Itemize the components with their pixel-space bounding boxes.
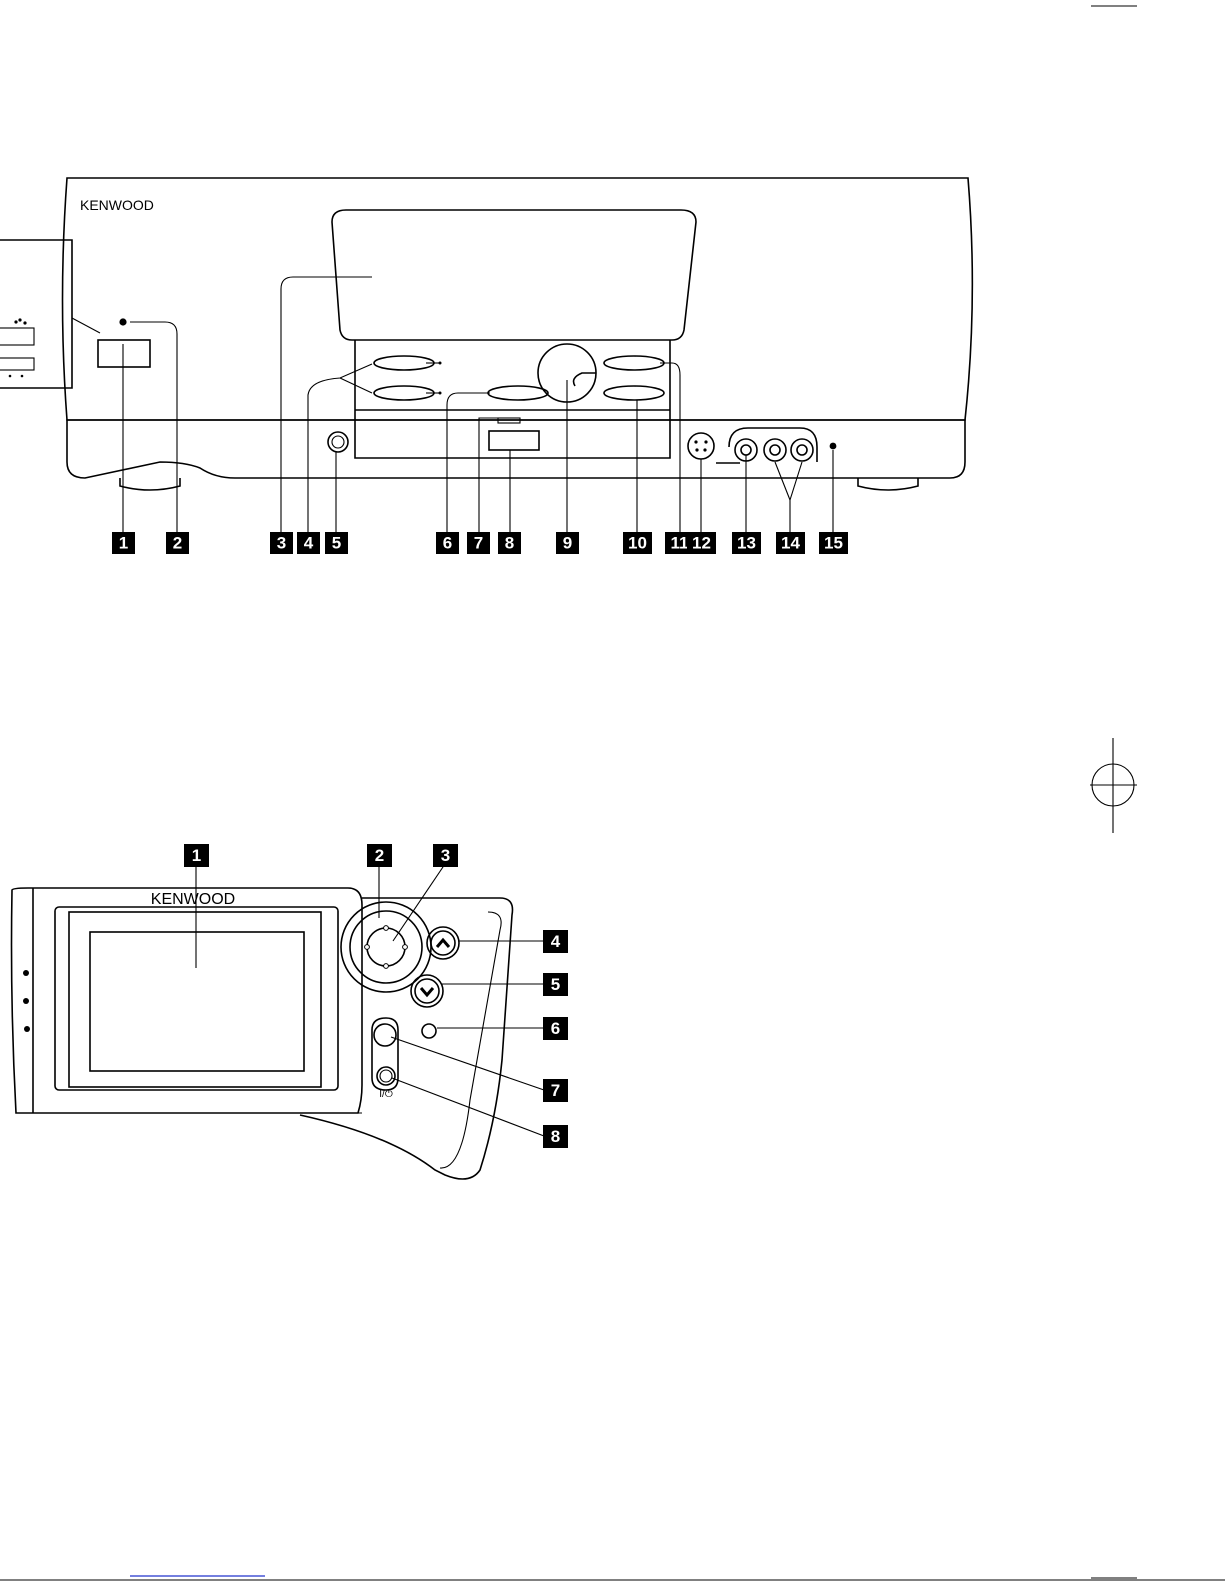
svg-text:3: 3 bbox=[441, 846, 450, 865]
top-unit-base bbox=[67, 420, 965, 478]
bottom-callout-3: 3 bbox=[433, 844, 458, 867]
top-callouts: 1 2 3 4 5 6 7 8 9 10 11 12 13 14 15 bbox=[112, 532, 848, 554]
sensor-15 bbox=[830, 443, 837, 450]
svg-text:6: 6 bbox=[551, 1019, 560, 1038]
audio-jack-l[interactable] bbox=[764, 439, 786, 461]
top-callout-7: 7 bbox=[467, 532, 490, 554]
monitor-panel bbox=[332, 210, 696, 340]
svg-text:15: 15 bbox=[824, 534, 843, 553]
top-callout-13: 13 bbox=[732, 532, 761, 554]
top-callout-15: 15 bbox=[819, 532, 848, 554]
svg-text:3: 3 bbox=[277, 534, 286, 553]
bottom-callout-4: 4 bbox=[543, 930, 568, 953]
bottom-callout-1: 1 bbox=[184, 844, 209, 867]
flap-button-lower[interactable] bbox=[0, 358, 34, 370]
bottom-unit-drawing: KENWOOD I/⏻ bbox=[12, 864, 545, 1179]
registration-marks bbox=[0, 6, 1225, 1580]
top-unit-drawing: KENWOOD bbox=[0, 178, 972, 534]
bottom-callout-6: 6 bbox=[543, 1017, 568, 1040]
screen-frame bbox=[69, 912, 321, 1087]
display-window-8 bbox=[489, 431, 539, 450]
top-unit-body bbox=[63, 178, 973, 420]
top-callout-9: 9 bbox=[556, 532, 579, 554]
svg-text:7: 7 bbox=[474, 534, 483, 553]
svg-text:14: 14 bbox=[781, 534, 800, 553]
bottom-brand-logo: KENWOOD bbox=[151, 891, 235, 908]
svg-text:6: 6 bbox=[443, 534, 452, 553]
top-unit-foot-right bbox=[858, 478, 918, 490]
svg-text:10: 10 bbox=[628, 534, 647, 553]
flap-button-upper[interactable] bbox=[0, 328, 34, 345]
svg-text:11: 11 bbox=[671, 534, 689, 553]
svg-text:9: 9 bbox=[563, 534, 572, 553]
oval-button-10[interactable] bbox=[604, 386, 664, 400]
sensor-6 bbox=[422, 1024, 436, 1038]
svg-text:5: 5 bbox=[332, 534, 341, 553]
bottom-callout-7: 7 bbox=[543, 1079, 568, 1102]
svg-text:4: 4 bbox=[304, 534, 314, 553]
top-callout-4: 4 bbox=[297, 532, 320, 554]
top-callout-5: 5 bbox=[325, 532, 348, 554]
left-flap bbox=[0, 240, 72, 388]
oval-button-6[interactable] bbox=[488, 386, 548, 400]
top-callout-8: 8 bbox=[498, 532, 521, 554]
svg-text:1: 1 bbox=[119, 534, 128, 553]
top-callout-14: 14 bbox=[776, 532, 805, 554]
button-7[interactable] bbox=[374, 1024, 396, 1046]
top-callout-2: 2 bbox=[166, 532, 189, 554]
joystick-center-3[interactable] bbox=[367, 928, 405, 966]
bottom-callout-2: 2 bbox=[367, 844, 392, 867]
audio-jack-r[interactable] bbox=[791, 439, 813, 461]
power-symbol-label: I/⏻ bbox=[379, 1089, 393, 1100]
indicator-2 bbox=[119, 318, 126, 325]
svg-text:13: 13 bbox=[737, 534, 756, 553]
svg-text:4: 4 bbox=[551, 932, 561, 951]
svg-text:2: 2 bbox=[375, 846, 384, 865]
top-button-1[interactable] bbox=[98, 340, 150, 367]
svg-text:8: 8 bbox=[551, 1127, 560, 1146]
oval-button-11[interactable] bbox=[604, 356, 664, 370]
top-callout-1: 1 bbox=[112, 532, 135, 554]
s-video-jack-12[interactable] bbox=[688, 433, 714, 459]
svg-text:2: 2 bbox=[173, 534, 182, 553]
headphone-jack-5[interactable] bbox=[328, 432, 348, 452]
bottom-callouts: 1 2 3 4 5 6 7 8 bbox=[184, 844, 568, 1148]
svg-text:1: 1 bbox=[192, 846, 201, 865]
svg-text:5: 5 bbox=[551, 975, 560, 994]
handheld-shell bbox=[12, 888, 363, 1113]
svg-text:8: 8 bbox=[505, 534, 514, 553]
top-callout-10: 10 bbox=[623, 532, 652, 554]
svg-text:7: 7 bbox=[551, 1081, 560, 1100]
bottom-callout-8: 8 bbox=[543, 1125, 568, 1148]
top-brand-logo: KENWOOD bbox=[80, 197, 154, 213]
top-callout-6: 6 bbox=[436, 532, 459, 554]
svg-text:12: 12 bbox=[692, 534, 711, 553]
top-callout-3: 3 bbox=[270, 532, 293, 554]
top-callout-12: 12 bbox=[687, 532, 716, 554]
oval-button-4a[interactable] bbox=[374, 356, 434, 370]
oval-button-4b[interactable] bbox=[374, 386, 434, 400]
lcd-screen-1 bbox=[90, 932, 304, 1071]
bottom-callout-5: 5 bbox=[543, 973, 568, 996]
top-unit-foot-left bbox=[120, 478, 180, 490]
